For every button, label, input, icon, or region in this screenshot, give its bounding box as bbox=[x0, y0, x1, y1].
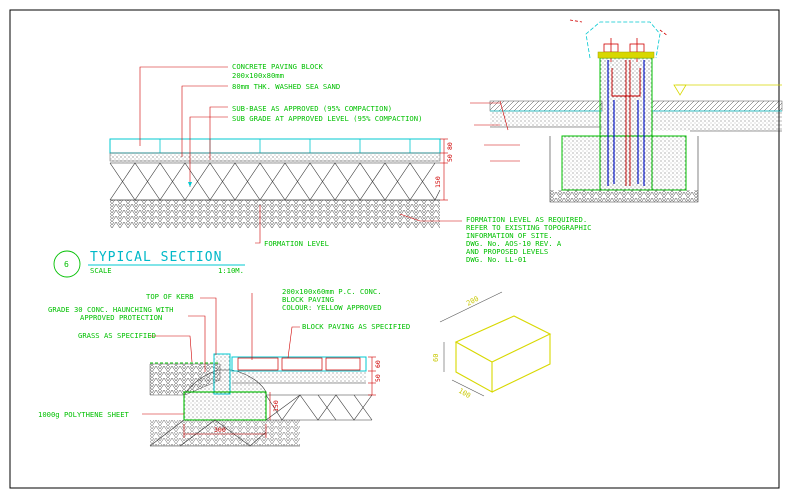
iso-dim-200: 200 bbox=[465, 295, 480, 308]
scale-label: SCALE bbox=[90, 266, 112, 275]
kerb-dim-300: 300 bbox=[214, 426, 226, 434]
formation-note-5: AND PROPOSED LEVELS bbox=[466, 247, 548, 256]
formation-note-1: FORMATION LEVEL AS REQUIRED. bbox=[466, 215, 587, 224]
section-title: TYPICAL SECTION bbox=[90, 250, 222, 265]
scale-value: 1:10M. bbox=[218, 266, 244, 275]
formation-note-3: INFORMATION OF SITE. bbox=[466, 231, 553, 240]
kerb-dim-60: 60 bbox=[374, 360, 382, 368]
section-number: 6 bbox=[64, 260, 69, 269]
drawing-border bbox=[9, 9, 780, 489]
label-paving-block-size: 200x100x80mm bbox=[232, 71, 284, 80]
label-colour: COLOUR: YELLOW APPROVED bbox=[282, 303, 382, 312]
kerb-dim-150: 150 bbox=[272, 400, 280, 412]
section-title-block: 6 TYPICAL SECTION SCALE 1:10M. bbox=[53, 250, 245, 278]
iso-dim-60: 60 bbox=[432, 354, 440, 362]
label-haunching-1: GRADE 30 CONC. HAUNCHING WITH bbox=[48, 305, 174, 314]
label-top-of-kerb: TOP OF KERB bbox=[146, 292, 194, 301]
kerb-section: 60 50 300 150 TOP OF KERB GRADE 30 CONC.… bbox=[38, 287, 410, 447]
formation-note-4: DWG. No. AOS-10 REV. A bbox=[466, 239, 562, 248]
label-block-paving-spec: BLOCK PAVING AS SPECIFIED bbox=[302, 322, 410, 331]
label-subgrade: SUB GRADE AT APPROVED LEVEL (95% COMPACT… bbox=[232, 114, 422, 123]
label-haunching-2: APPROVED PROTECTION bbox=[80, 313, 162, 322]
dim-150: 150 bbox=[434, 176, 442, 188]
label-formation-level: FORMATION LEVEL bbox=[264, 239, 329, 248]
right-detail bbox=[470, 19, 783, 203]
label-subbase: SUB-BASE AS APPROVED (95% COMPACTION) bbox=[232, 104, 392, 113]
top-pavement-section: 80 50 150 CONCRETE PAVING BLOCK 200x100x… bbox=[109, 62, 592, 264]
kerb-dim-50: 50 bbox=[374, 374, 382, 382]
label-paving-block: CONCRETE PAVING BLOCK bbox=[232, 62, 324, 71]
label-polythene: 1000g POLYTHENE SHEET bbox=[38, 410, 130, 419]
label-sand: 80mm THK. WASHED SEA SAND bbox=[232, 82, 340, 91]
label-pc-conc: 200x100x60mm P.C. CONC. bbox=[282, 287, 382, 296]
label-block-paving: BLOCK PAVING bbox=[282, 295, 334, 304]
dim-50: 50 bbox=[446, 154, 454, 162]
formation-note-2: REFER TO EXISTING TOPOGRAPHIC bbox=[466, 223, 592, 232]
label-grass: GRASS AS SPECIFIED bbox=[78, 331, 156, 340]
block-isometric: 200 60 100 bbox=[432, 291, 552, 400]
formation-note-6: DWG. No. LL-01 bbox=[466, 255, 527, 264]
dim-80: 80 bbox=[446, 142, 454, 150]
